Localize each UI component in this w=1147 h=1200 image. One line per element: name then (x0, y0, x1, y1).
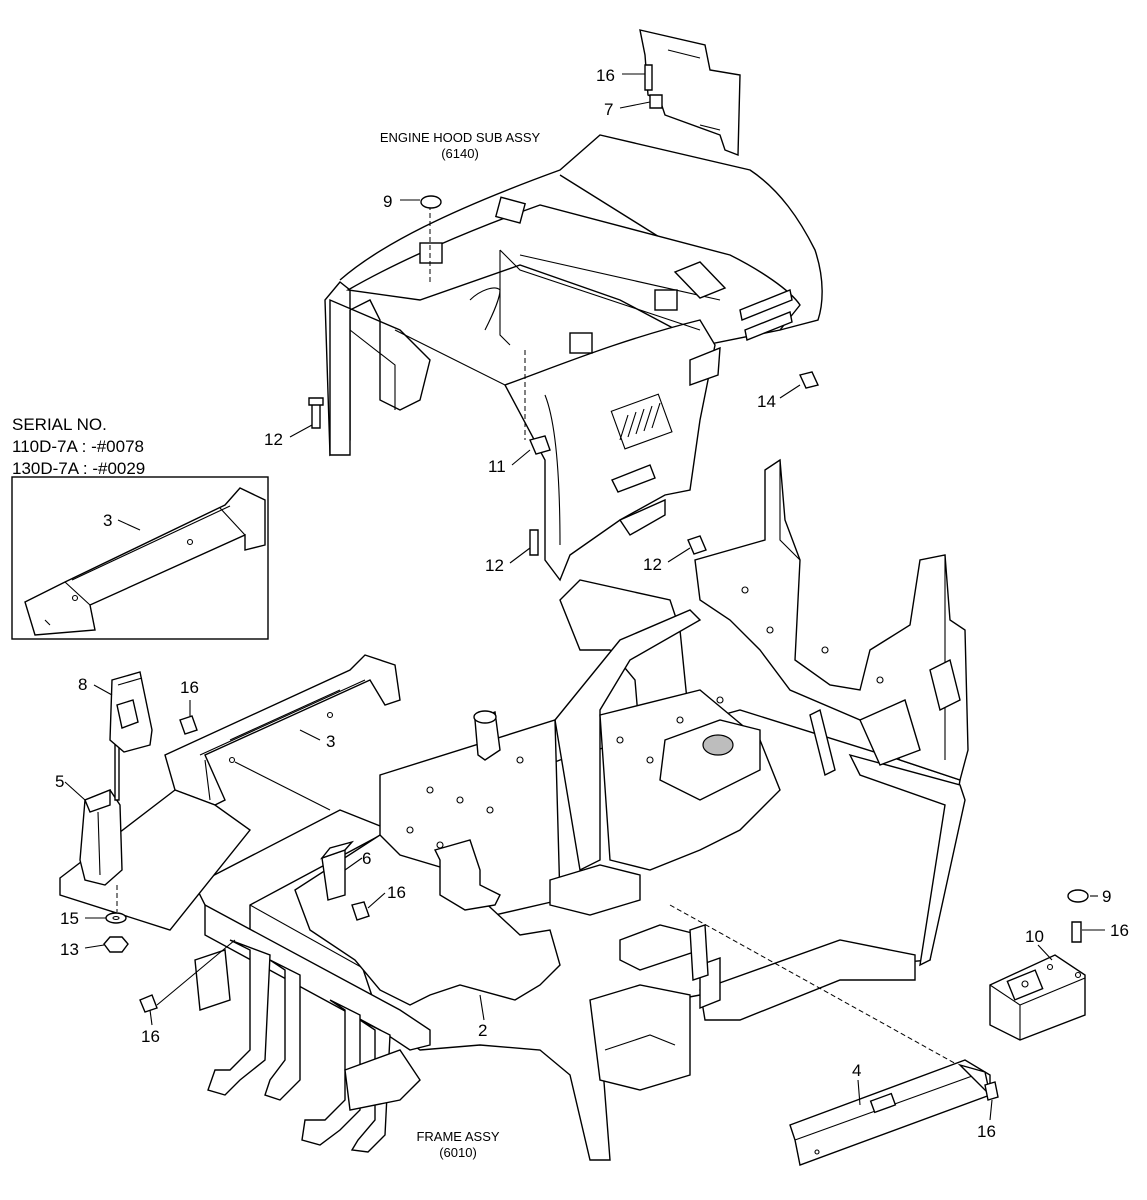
support-2 (294, 834, 561, 1006)
engine-hood-caption: ENGINE HOOD SUB ASSY (380, 130, 541, 145)
bolts (139, 371, 1089, 1101)
cover-4 (789, 1059, 992, 1166)
callout-16: 16 (1110, 921, 1129, 940)
hinge-1 (494, 196, 527, 224)
engine-hood-sub-assy (324, 134, 823, 582)
serial-line-1: 110D-7A : -#0078 (12, 437, 144, 456)
callout-16: 16 (180, 678, 199, 697)
left-step-panel (59, 671, 252, 953)
bracket-3 (164, 654, 401, 811)
callout-9: 9 (383, 192, 392, 211)
cover-10 (989, 954, 1086, 1041)
callout-12: 12 (264, 430, 283, 449)
callout-3: 3 (326, 732, 335, 751)
callout-3: 3 (103, 511, 112, 530)
callout-2: 2 (478, 1021, 487, 1040)
callout-6: 6 (362, 849, 371, 868)
callout-7: 7 (604, 100, 613, 119)
cover-plate-7 (639, 29, 741, 157)
callout-12: 12 (485, 556, 504, 575)
leader-lines (64, 73, 1105, 1121)
callout-5: 5 (55, 772, 64, 791)
callout-15: 15 (60, 909, 79, 928)
callout-12: 12 (643, 555, 662, 574)
callout-13: 13 (60, 940, 79, 959)
callout-numbers: 16 7 9 12 14 11 12 12 3 8 16 3 5 6 16 15… (55, 66, 1129, 1141)
frame-legs (194, 939, 421, 1153)
vent-grille (610, 393, 673, 450)
callout-9: 9 (1102, 887, 1111, 906)
callout-16: 16 (977, 1122, 996, 1141)
bracket-6 (319, 840, 355, 901)
serial-line-2: 130D-7A : -#0029 (12, 459, 145, 478)
serial-inset (11, 476, 269, 640)
hinge-4 (654, 289, 678, 311)
frame-code: (6010) (439, 1145, 477, 1160)
frame-caption: FRAME ASSY (416, 1129, 499, 1144)
captions: ENGINE HOOD SUB ASSY (6140) FRAME ASSY (… (380, 130, 541, 1160)
callout-14: 14 (757, 392, 776, 411)
callout-16: 16 (141, 1027, 160, 1046)
callout-11: 11 (488, 457, 506, 476)
hinge-2 (419, 242, 443, 264)
frame-assy (194, 458, 986, 1161)
callout-4: 4 (852, 1061, 861, 1080)
callout-8: 8 (78, 675, 87, 694)
nut-13 (103, 936, 129, 953)
callout-16: 16 (387, 883, 406, 902)
engine-hood-code: (6140) (441, 146, 479, 161)
hinge-3 (569, 332, 593, 354)
callout-16: 16 (596, 66, 615, 85)
serial-title: SERIAL NO. (12, 415, 107, 434)
serial-note: SERIAL NO. 110D-7A : -#0078 130D-7A : -#… (12, 415, 145, 478)
washer-15 (105, 912, 127, 924)
callout-10: 10 (1025, 927, 1044, 946)
cap-9 (420, 195, 442, 209)
